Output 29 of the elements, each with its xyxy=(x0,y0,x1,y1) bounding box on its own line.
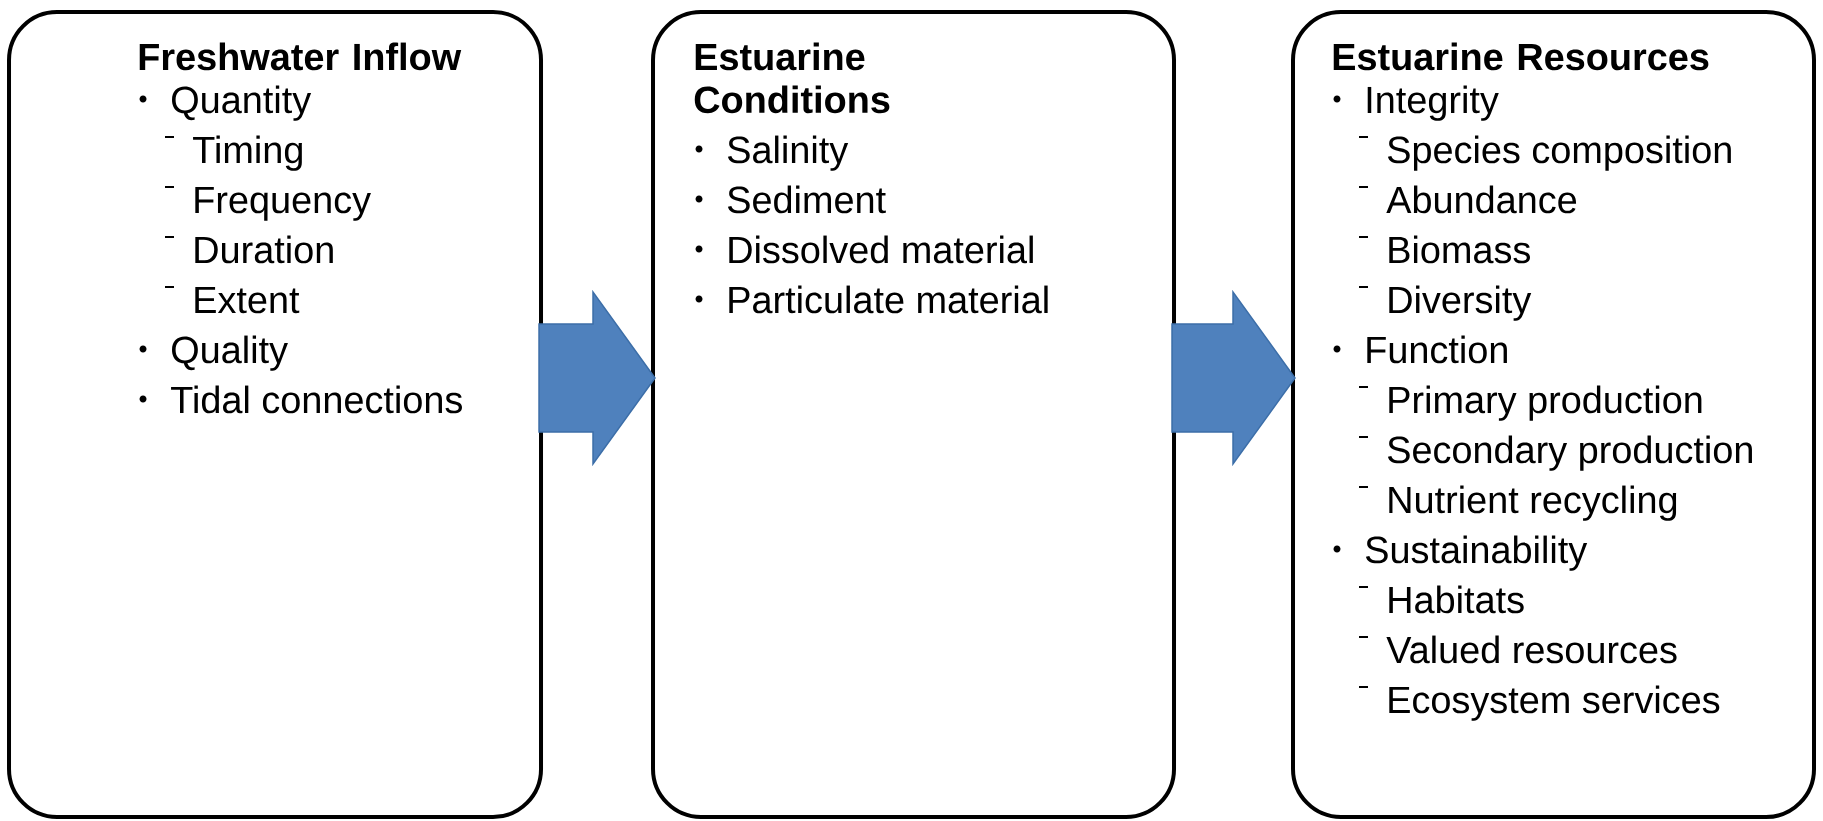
list-item: Diversity xyxy=(1389,285,1532,321)
list-item: Primary production xyxy=(1389,385,1702,421)
list-item: Duration xyxy=(195,235,333,264)
list-item: Sediment xyxy=(727,185,886,214)
list-item: Abundance xyxy=(1386,185,1577,214)
list-item: Secondary production xyxy=(1387,435,1752,471)
heading: Estuarine Conditions xyxy=(694,42,890,114)
list-item: Dissolved material xyxy=(729,235,1033,264)
list-item: Salinity xyxy=(727,135,849,171)
list-item: Nutrient recycling xyxy=(1389,485,1677,521)
list-item: Biomass xyxy=(1389,235,1530,264)
list-item: Extent xyxy=(195,286,300,314)
heading: Freshwater Inflow xyxy=(139,42,462,71)
block-arrow xyxy=(1171,289,1296,467)
list-item: Species composition xyxy=(1387,135,1731,171)
list-item: Particulate material xyxy=(729,285,1048,314)
list-item: Frequency xyxy=(195,186,371,221)
list-item: Timing xyxy=(193,135,302,171)
list-item: Quality xyxy=(172,335,288,371)
list-item: Integrity xyxy=(1367,85,1499,121)
list-item: Function xyxy=(1367,335,1507,364)
list-item: Ecosystem services xyxy=(1389,685,1720,721)
list-item: Habitats xyxy=(1389,585,1524,614)
block-arrow xyxy=(538,289,656,467)
list-item: Sustainability xyxy=(1365,535,1588,571)
list-item: Quantity xyxy=(172,85,312,121)
list-item: Tidal connections xyxy=(171,385,462,414)
heading: Estuarine Resources xyxy=(1333,42,1709,71)
list-item: Valued resources xyxy=(1386,635,1677,664)
